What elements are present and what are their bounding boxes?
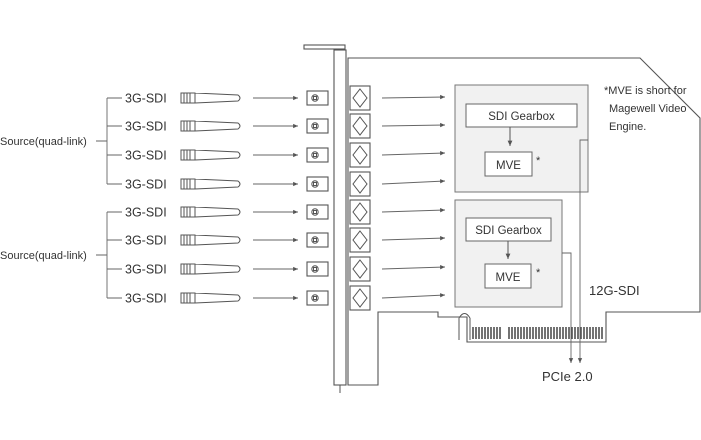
mounting-bracket — [303, 44, 347, 393]
output-label: 12G-SDI — [589, 283, 640, 298]
bnc-connector-8 — [306, 290, 329, 306]
bnc-connector-2 — [306, 118, 329, 134]
12g-sdi-link — [577, 139, 588, 363]
input-row-2: 3G-SDI — [125, 113, 446, 139]
mve-footnote-mark-2: * — [536, 267, 541, 279]
board-jack-3 — [349, 142, 371, 168]
input-label-1: 3G-SDI — [125, 92, 167, 106]
input-row-5: 3G-SDI — [125, 199, 446, 225]
jack-arrow-2 — [381, 122, 446, 128]
board-jack-5 — [349, 199, 371, 225]
jack-arrow-3 — [381, 150, 446, 156]
jack-arrow-5 — [381, 207, 446, 213]
board-jack-8 — [349, 285, 371, 311]
bnc-connector-5 — [306, 204, 329, 220]
gearbox-label-1: SDI Gearbox — [488, 111, 555, 123]
bnc-connector-3 — [306, 147, 329, 163]
jack-arrow-4 — [381, 179, 446, 185]
cable-plug-2 — [180, 120, 241, 132]
input-label-3: 3G-SDI — [125, 149, 167, 163]
input-label-8: 3G-SDI — [125, 292, 167, 306]
cable-plug-4 — [180, 178, 241, 190]
mve-footnote-line-2: Magewell Video — [609, 103, 686, 115]
board-jack-4 — [349, 171, 371, 197]
bnc-connector-6 — [306, 232, 329, 248]
mve-footnote-line-1: *MVE is short for — [604, 85, 687, 97]
jack-arrow-6 — [381, 235, 446, 241]
jack-arrow-7 — [381, 264, 446, 270]
chip-group-1: SDI Gearbox MVE * — [454, 84, 589, 193]
mve-box-2 — [484, 263, 532, 289]
input-row-7: 3G-SDI — [125, 256, 446, 282]
board-jack-2 — [349, 113, 371, 139]
cable-plug-3 — [180, 149, 241, 161]
input-row-1: 3G-SDI — [125, 85, 446, 111]
bus-label: PCIe 2.0 — [542, 369, 593, 384]
input-rows: 3G-SDI 3G-SDI 3G-SDI 3G-SDI 3G-SDI 3G-SDI 3G-S… — [125, 85, 446, 311]
board-notch — [458, 313, 471, 340]
source-brackets — [96, 97, 122, 299]
cable-plug-8 — [180, 292, 241, 304]
mve-label-1: MVE — [496, 160, 521, 172]
bnc-connector-4 — [306, 176, 329, 192]
source-group-1-label: Source(quad-link) — [0, 136, 87, 148]
cable-plug-7 — [180, 263, 241, 275]
source-group-2-label: Source(quad-link) — [0, 250, 87, 262]
mve-box-1 — [484, 151, 533, 177]
jack-arrow-8 — [381, 293, 446, 299]
input-label-6: 3G-SDI — [125, 234, 167, 248]
input-row-3: 3G-SDI — [125, 142, 446, 168]
input-label-5: 3G-SDI — [125, 206, 167, 220]
cable-plug-6 — [180, 234, 241, 246]
pcie-bus-link — [562, 252, 574, 363]
gearbox-label-2: SDI Gearbox — [475, 225, 542, 237]
input-label-7: 3G-SDI — [125, 263, 167, 277]
gearbox-box-1 — [465, 103, 578, 128]
bnc-connector-7 — [306, 261, 329, 277]
chip-group-2: SDI Gearbox MVE * — [454, 199, 563, 308]
cable-plug-5 — [180, 206, 241, 218]
mve-label-2: MVE — [496, 272, 521, 284]
mve-footnote-line-3: Engine. — [609, 121, 646, 133]
input-label-4: 3G-SDI — [125, 178, 167, 192]
input-row-6: 3G-SDI — [125, 227, 446, 253]
board-jack-7 — [349, 256, 371, 282]
jack-arrow-1 — [381, 94, 446, 100]
input-row-4: 3G-SDI — [125, 171, 446, 197]
input-row-8: 3G-SDI — [125, 285, 446, 311]
board-jack-6 — [349, 227, 371, 253]
bnc-connector-1 — [306, 90, 329, 106]
cable-plug-1 — [180, 92, 241, 104]
mve-footnote-mark-1: * — [536, 155, 541, 167]
input-label-2: 3G-SDI — [125, 120, 167, 134]
pcie-gold-fingers — [472, 327, 603, 339]
board-jack-1 — [349, 85, 371, 111]
